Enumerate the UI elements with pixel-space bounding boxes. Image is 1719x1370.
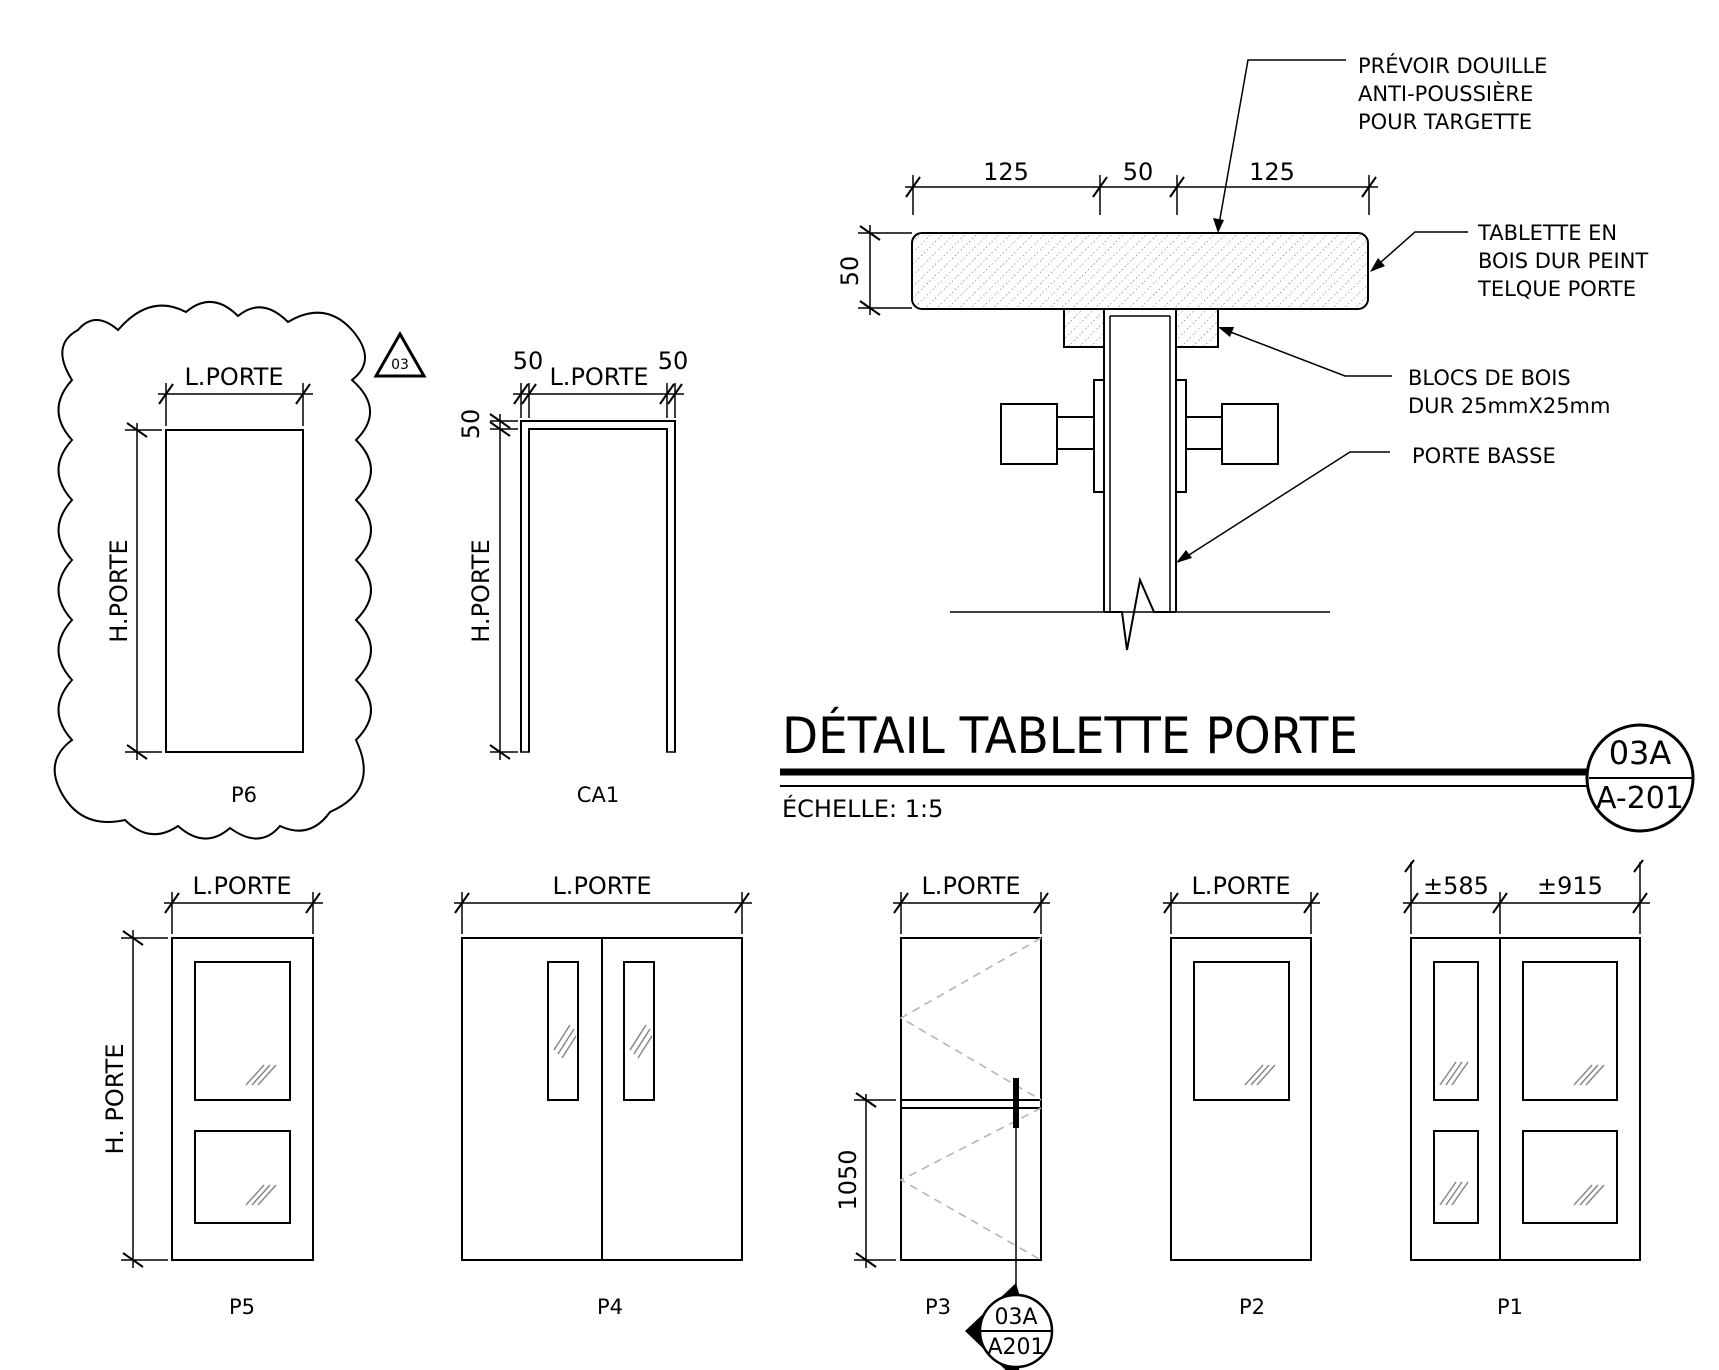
detail-top-dimension: 125 50 125: [905, 158, 1378, 215]
note-blocs: BLOCS DE BOIS DUR 25mmX25mm: [1408, 366, 1610, 418]
p1-dim-left: ±585: [1423, 872, 1489, 900]
p4-name: P4: [597, 1295, 623, 1319]
p6-name: P6: [231, 783, 257, 807]
ca1-frame-outer: [520, 420, 676, 752]
detail-leaders: [1176, 59, 1468, 563]
door-elevation-p1: ±585 ±915 P1: [1403, 859, 1650, 1319]
p4-width-label: L.PORTE: [552, 872, 651, 900]
door-elevation-p5: L.PORTE H. PORTE P5: [101, 872, 323, 1319]
p5-height-label: H. PORTE: [101, 1044, 129, 1155]
p2-glass: [1193, 961, 1290, 1101]
ca1-name: CA1: [577, 783, 619, 807]
title-tag-bottom: A-201: [1596, 781, 1684, 816]
ca1-height-label: H.PORTE: [467, 539, 495, 642]
detail-title-block: DÉTAIL TABLETTE PORTE ÉCHELLE: 1:5 03A A…: [780, 706, 1695, 833]
p1-glass-right-lower: [1522, 1130, 1618, 1224]
p5-glass-upper: [194, 961, 291, 1101]
p3-height-dim: 1050: [834, 1149, 862, 1210]
p4-glass-right: [623, 961, 655, 1101]
p6-width-label: L.PORTE: [184, 363, 283, 391]
svg-text:03: 03: [391, 357, 409, 373]
wood-block-left: [1063, 308, 1105, 348]
p4-glass-left: [547, 961, 579, 1101]
ca1-width-label: L.PORTE: [549, 363, 648, 391]
detail-title: DÉTAIL TABLETTE PORTE: [782, 706, 1358, 765]
door-knob-right: [1175, 379, 1279, 493]
shelf-board: [911, 232, 1369, 310]
note-tablette: TABLETTE EN BOIS DUR PEINT TELQUE PORTE: [1477, 221, 1655, 301]
p1-dim-right: ±915: [1537, 872, 1603, 900]
p3-width-label: L.PORTE: [921, 872, 1020, 900]
p3-name: P3: [925, 1295, 951, 1319]
revision-cloud: [53, 300, 372, 840]
p1-glass-right-upper: [1522, 961, 1618, 1101]
p2-width-label: L.PORTE: [1191, 872, 1290, 900]
revision-triangle: 03: [373, 330, 427, 378]
p2-door-panel: [1170, 937, 1312, 1261]
dim-50-center: 50: [1123, 158, 1154, 186]
dim-125-left: 125: [983, 158, 1029, 186]
ca1-frame-inner: [528, 428, 668, 752]
low-door-section: [1103, 309, 1177, 651]
ca1-side-dim-right: 50: [658, 347, 689, 375]
dim-125-right: 125: [1249, 158, 1295, 186]
frame-elevation-ca1: 50 L.PORTE 50 50 H.PORTE CA1: [457, 347, 688, 807]
detail-left-dimension: 50: [836, 225, 912, 316]
p1-glass-left-upper: [1433, 961, 1479, 1101]
door-elevation-p4: L.PORTE P4: [454, 872, 752, 1319]
section-tag-bottom: A201: [987, 1335, 1044, 1360]
title-tag-top: 03A: [1609, 734, 1672, 772]
door-knob-left: [1000, 379, 1105, 493]
door-elevation-p3: L.PORTE 1050 P3 03A A201: [834, 872, 1054, 1370]
p5-name: P5: [229, 1295, 255, 1319]
p5-width-label: L.PORTE: [192, 872, 291, 900]
dim-50-height: 50: [836, 256, 864, 287]
p2-name: P2: [1239, 1295, 1265, 1319]
door-elevation-p6: 03 L.PORTE H.PORTE P6: [53, 300, 427, 840]
p6-door-panel: [165, 429, 304, 753]
p1-door-panel: [1410, 937, 1641, 1261]
p1-name: P1: [1497, 1295, 1523, 1319]
p6-height-label: H.PORTE: [105, 539, 133, 642]
p1-glass-left-lower: [1433, 1130, 1479, 1224]
section-callout: 03A A201: [965, 1283, 1054, 1370]
door-elevation-p2: L.PORTE P2: [1163, 872, 1320, 1319]
wood-block-right: [1175, 308, 1219, 348]
p5-door-panel: [171, 937, 314, 1261]
shelf-detail: 125 50 125 50: [836, 53, 1655, 651]
ca1-top-dim: 50: [457, 409, 485, 440]
section-tag-top: 03A: [994, 1305, 1037, 1330]
ca1-side-dim-left: 50: [513, 347, 544, 375]
scale-label: ÉCHELLE: 1:5: [782, 794, 943, 823]
note-douille: PRÉVOIR DOUILLE ANTI-POUSSIÈRE POUR TARG…: [1358, 53, 1554, 134]
p5-glass-lower: [194, 1130, 291, 1224]
note-porte-basse: PORTE BASSE: [1412, 444, 1556, 468]
